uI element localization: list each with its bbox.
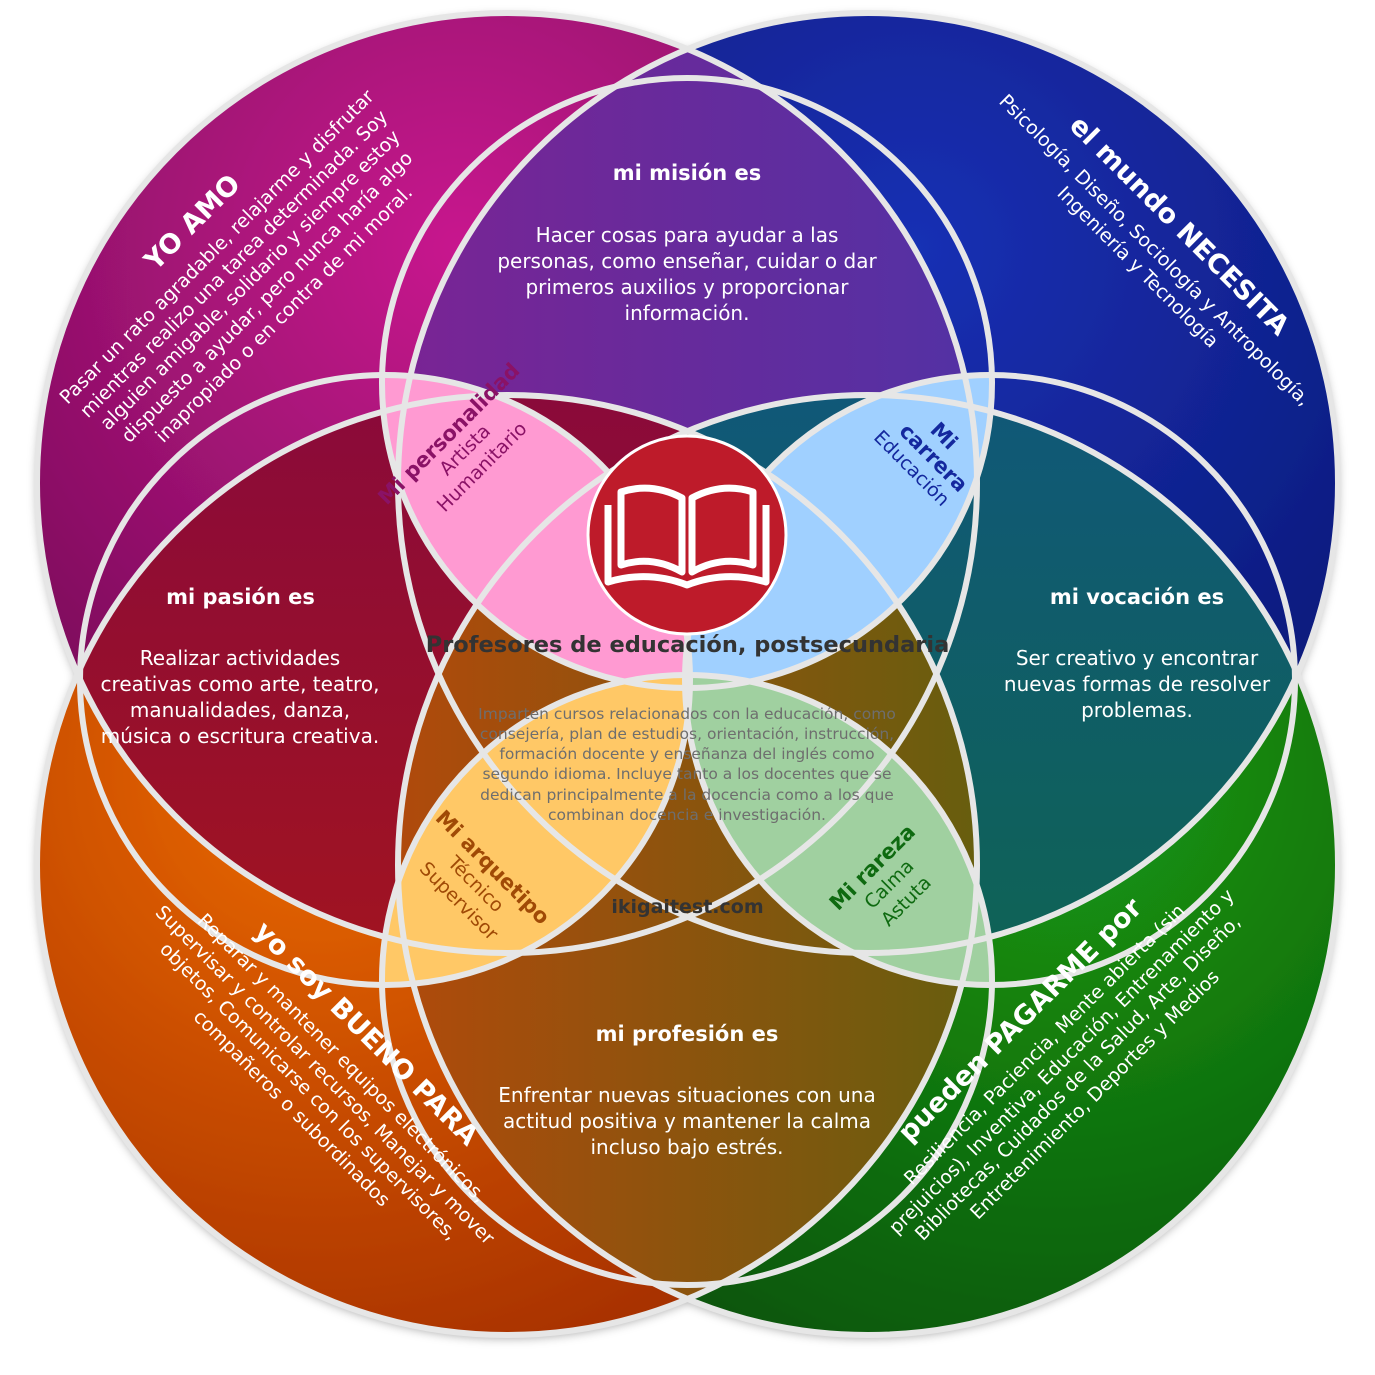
passion-text: Realizar actividades creativas como arte… <box>100 646 380 748</box>
open-book-icon <box>586 434 788 636</box>
center-description: Imparten cursos relacionados con la educ… <box>478 705 896 824</box>
vocation-text: Ser creativo y encontrar nuevas formas d… <box>1003 646 1271 722</box>
profession-text: Enfrentar nuevas situaciones con una act… <box>498 1083 876 1159</box>
mission-heading: mi misión es <box>612 161 762 185</box>
vocation-heading: mi vocación es <box>1049 585 1225 609</box>
profession-heading: mi profesión es <box>595 1022 779 1046</box>
website-link[interactable]: ikigaitest.com <box>611 896 764 918</box>
mission-text: Hacer cosas para ayudar a las personas, … <box>497 223 877 325</box>
center-title: Profesores de educación, postsecundaria <box>425 632 950 658</box>
passion-heading: mi pasión es <box>166 585 315 609</box>
